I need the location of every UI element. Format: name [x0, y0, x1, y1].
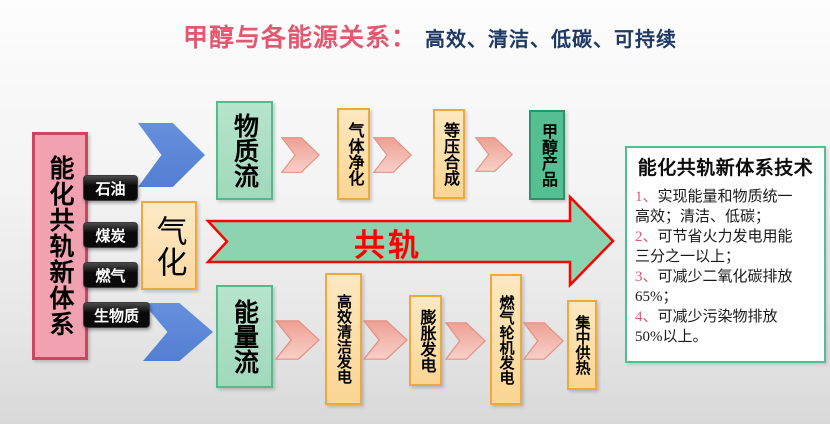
info-item-3: 3、可减少二氧化碳排放 65%； — [635, 267, 816, 307]
gasification-box: 气化 — [141, 201, 197, 290]
info-item-text: 高效；清洁、低碳； — [635, 209, 771, 225]
energy-flow-header: 能量流 — [216, 285, 273, 388]
source-label-coal: 煤炭 — [83, 222, 138, 248]
source-label-biomass: 生物质 — [83, 302, 150, 328]
info-box: 能化共轨新体系技术 1、实现能量和物质统一 高效；清洁、低碳； 2、可节省火力发… — [625, 146, 826, 363]
step-gas-turbine-power: 燃气轮机发电 — [490, 274, 522, 405]
blue-chevron-top-icon — [138, 123, 205, 187]
info-item-1: 1、实现能量和物质统一 高效；清洁、低碳； — [635, 187, 816, 227]
flow-chevron-icon — [275, 320, 320, 360]
flow-chevron-icon — [523, 322, 564, 360]
info-item-2: 2、可节省火力发电用能 三分之一以上； — [635, 227, 816, 267]
blue-chevron-bottom-icon — [143, 303, 213, 361]
material-flow-header: 物质流 — [216, 101, 273, 200]
title-main: 甲醇与各能源关系： — [183, 24, 418, 52]
info-item-number: 4、 — [635, 309, 658, 325]
info-item-text: 可节省火力发电用能 — [657, 229, 793, 245]
flow-chevron-icon — [281, 137, 320, 173]
common-rail-arrow — [205, 194, 615, 288]
flow-chevron-icon — [373, 137, 412, 173]
step-isobaric-synthesis: 等压合成 — [433, 109, 465, 199]
flow-chevron-icon — [445, 322, 486, 360]
system-box: 能化共轨新体系 — [32, 132, 88, 360]
info-item-text: 65%； — [635, 289, 678, 305]
methanol-product-box: 甲醇产品 — [529, 110, 565, 200]
flow-chevron-icon — [363, 320, 408, 360]
info-item-number: 2、 — [635, 229, 658, 245]
info-item-text: 实现能量和物质统一 — [657, 189, 793, 205]
step-efficient-clean-power: 高效清洁发电 — [325, 273, 362, 405]
info-item-text: 可减少二氧化碳排放 — [657, 269, 793, 285]
common-rail-label: 共轨 — [354, 227, 422, 263]
info-item-text: 50%以上。 — [635, 329, 708, 345]
slide-title: 甲醇与各能源关系： 高效、清洁、低碳、可持续 — [183, 18, 677, 54]
source-label-gas: 燃气 — [83, 262, 138, 288]
info-item-4: 4、可减少污染物排放 50%以上。 — [635, 307, 816, 347]
info-item-number: 3、 — [635, 269, 658, 285]
step-central-heating: 集中供热 — [567, 300, 597, 390]
info-box-title: 能化共轨新体系技术 — [637, 158, 814, 179]
source-label-petroleum: 石油 — [83, 175, 138, 201]
step-expansion-power: 膨胀发电 — [409, 295, 442, 386]
info-item-text: 可减少污染物排放 — [657, 309, 778, 325]
info-item-text: 三分之一以上； — [635, 249, 741, 265]
flow-chevron-icon — [475, 137, 513, 172]
info-item-number: 1、 — [635, 189, 658, 205]
step-gas-purification: 气体净化 — [337, 108, 370, 200]
title-subtitle: 高效、清洁、低碳、可持续 — [425, 29, 678, 51]
